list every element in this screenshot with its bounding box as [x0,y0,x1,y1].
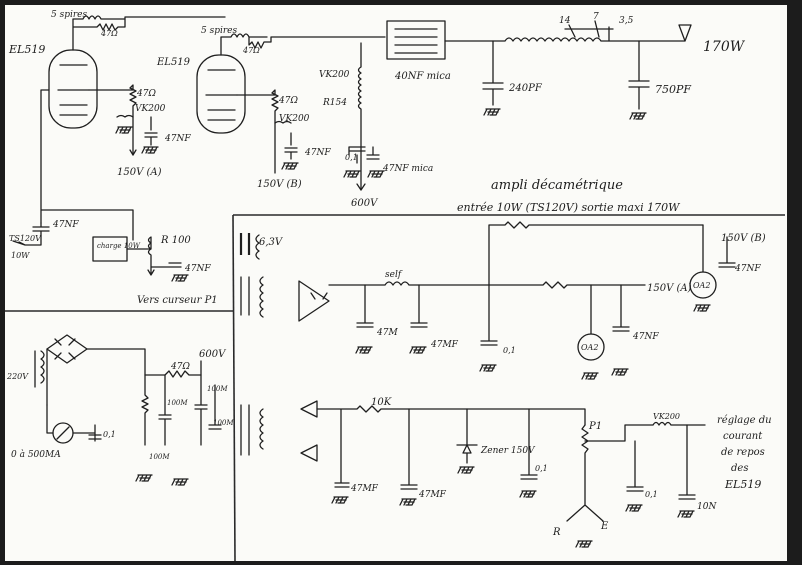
label-psu-cap-3: 100M [207,385,228,393]
label-choke-anode: VK200 [319,70,350,80]
schematic-drawing: 5 spires 47Ω EL519 5 spires 47Ω EL519 47… [5,10,785,561]
label-lv-oa2-2: OA2 [693,281,710,290]
label-supply-grid-2: 150V (B) [257,179,302,190]
label-cap-anode-1: 0,1 [345,153,358,162]
label-coil-turns-1: 5 spires [51,10,87,20]
label-cap-anode-2: 47NF mica [382,164,433,174]
labels: 5 spires 47Ω EL519 5 spires 47Ω EL519 47… [6,10,772,538]
label-zener: Zener 150V [480,446,536,456]
label-cap-input: 47NF [52,220,79,230]
label-cap-bias: 47NF [184,264,211,274]
label-pot: P1 [588,421,602,432]
label-switch-e: E [600,521,609,532]
coupling-capacitor [386,20,446,60]
label-psu-cap-1: 100M [167,399,188,407]
label-cap-load: 750PF [655,83,691,96]
divider-vertical [232,214,236,561]
label-note-3: de repos [721,447,765,458]
label-rfc-anode: R154 [322,98,347,108]
label-lv-cap-3: 0,1 [503,346,516,355]
label-tap-3: 3,5 [619,16,634,26]
label-cap-coupling: 40NF mica [394,71,451,82]
label-psu-cap-2: 100M [149,453,170,461]
label-tube-1: EL519 [8,43,45,56]
label-res-1: 47Ω [100,29,118,38]
label-supply-anode: 600V [351,198,379,209]
label-psu-output: 600V [199,349,227,360]
label-lv-output-a: 150V (A) [647,283,692,294]
label-switch-r: R [552,527,561,538]
label-choke-grid-2: VK200 [279,114,310,124]
label-input-power: 10W [11,251,30,260]
label-cap-meter: 0,1 [103,430,116,439]
label-note-4: des [731,463,748,474]
label-res-2: 47Ω [242,46,260,55]
label-tap-1: 14 [559,16,571,26]
tube-2 [196,54,246,134]
label-lv-cap-4: 47NF [632,332,659,342]
label-bias-cap-3: 0,1 [535,464,548,473]
label-lv-cap-2: 47MF [430,340,459,350]
label-psu-res: 47Ω [170,362,190,372]
label-lv-oa2-1: OA2 [581,343,598,352]
label-note-2: courant [723,431,763,442]
label-load-box: charge 10W [97,242,141,250]
label-cap-tune: 240PF [508,83,543,94]
label-meter: 0 à 500MA [11,449,61,460]
label-coil-turns-2: 5 spires [201,26,237,36]
label-input-source: TS120V [9,234,42,243]
label-res-grid-1: 47Ω [136,89,156,99]
label-lv-cap-1: 47M [376,328,398,338]
label-psu-cap-4: 100M [213,419,234,427]
amplifier-section [12,15,692,282]
label-bias-choke: VK200 [653,412,680,421]
label-note-5: EL519 [724,478,761,491]
lv-supply-section [239,221,736,380]
schematic-sheet: 5 spires 47Ω EL519 5 spires 47Ω EL519 47… [5,5,787,561]
label-bias-cap-2: 47MF [418,490,447,500]
label-bias-cap-1: 47MF [350,484,379,494]
label-choke-grid-1: VK200 [135,104,166,114]
label-bias-cap-5: 10N [697,502,717,512]
label-output-power: 170W [703,39,746,55]
label-lv-cap-5: 47NF [734,264,761,274]
label-bias-cap-4: 0,1 [645,490,658,499]
label-bias-res: 10K [371,397,392,408]
label-lv-output-b: 150V (B) [721,233,766,244]
label-title-line-2: entrée 10W (TS120V) sortie maxi 170W [457,201,681,214]
label-lv-choke: self [385,270,403,280]
label-heater: 6,3V [259,237,284,248]
label-title-line-1: ampli décamétrique [491,178,623,193]
bias-section [240,400,706,548]
label-note-1: réglage du [717,415,772,426]
label-supply-grid-1: 150V (A) [117,167,162,178]
label-res-bias: R 100 [160,235,191,246]
label-tap-2: 7 [593,12,599,22]
label-cap-grid-1: 47NF [164,134,191,144]
tube-1 [48,49,98,129]
label-cursor: Vers curseur P1 [137,295,218,306]
label-mains: 220V [6,372,29,381]
hv-supply-section [34,334,222,486]
label-cap-grid-2: 47NF [304,148,331,158]
label-tube-2: EL519 [156,57,191,68]
label-res-grid-2: 47Ω [278,96,298,106]
